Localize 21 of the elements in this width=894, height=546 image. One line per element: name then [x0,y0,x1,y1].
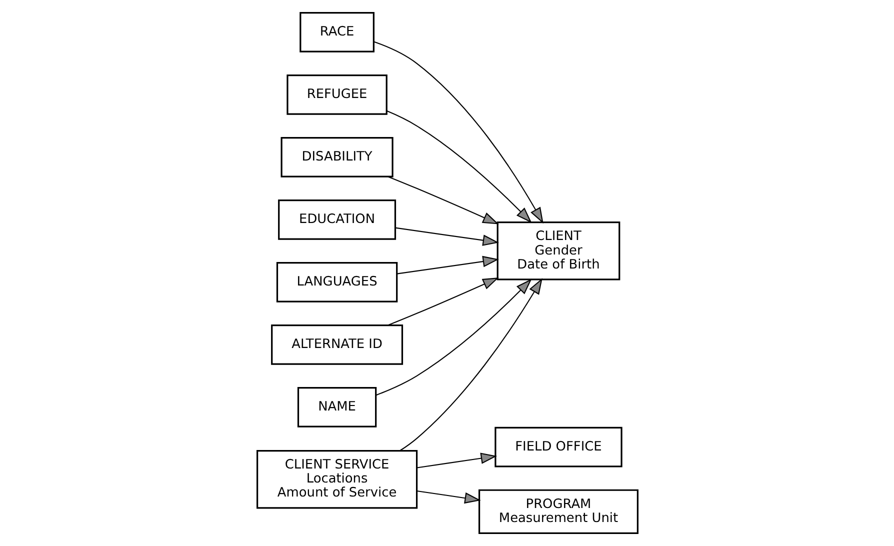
node-box: PROGRAM Measurement Unit [478,489,638,534]
arrow [387,278,498,326]
arrow [387,176,498,224]
node-box: RACE [299,12,374,52]
node-box: LANGUAGES [276,262,398,302]
arrow [394,227,498,246]
node-box: ALTERNATE ID [270,324,403,365]
node-box: REFUGEE [286,74,387,115]
node-box: EDUCATION [278,199,396,240]
arrow [386,110,532,224]
node-box: FIELD OFFICE [494,426,622,468]
node-box: NAME [296,386,376,428]
arrow [416,490,480,504]
node-box: DISABILITY [280,136,393,178]
node-box: CLIENT SERVICE Locations Amount of Service [256,450,418,509]
arrow [396,256,498,274]
node-box: CLIENT Gender Date of Birth [496,222,620,280]
arrow [376,278,532,396]
arrow [416,452,496,468]
arrow [399,278,542,452]
arrow [373,41,543,224]
